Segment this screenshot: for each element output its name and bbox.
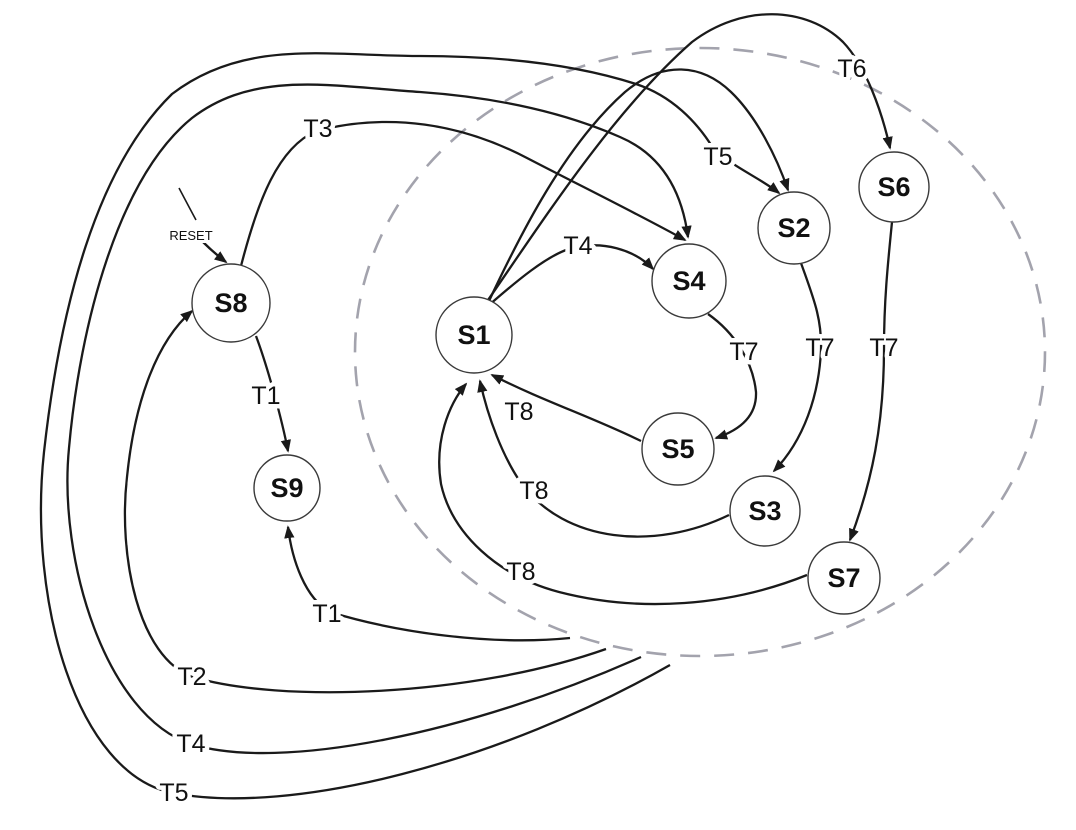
state-circle-S9 (253, 454, 321, 522)
transition-t8a (490, 373, 642, 443)
state-label-S2: S2 (777, 213, 810, 243)
transition-path-t8a (490, 373, 642, 443)
transition-label-t2: T2 (177, 663, 206, 691)
state-S6: S6 (858, 151, 930, 223)
transition-label-t6: T6 (837, 55, 866, 83)
transition-reset (178, 187, 228, 264)
transition-t8c (438, 382, 808, 606)
superstate-boundary-ellipse (353, 46, 1047, 658)
state-label-S3: S3 (748, 496, 781, 526)
transition-label-t1a: T1 (251, 382, 280, 410)
state-label-S8: S8 (214, 288, 247, 318)
transition-t4a (66, 83, 692, 755)
transition-path-t6 (485, 13, 893, 304)
transition-path-t4b (487, 244, 655, 307)
transition-path-t8b (477, 379, 730, 538)
transition-path-t1b (284, 525, 571, 642)
transition-path-t5a (39, 52, 781, 800)
transition-label-t8c: T8 (506, 558, 535, 586)
transition-label-t5a: T5 (159, 779, 188, 807)
transition-path-reset (178, 187, 197, 221)
transition-path-t4a (66, 83, 692, 755)
transition-t4b (487, 244, 655, 307)
transition-label-t1b: T1 (312, 600, 341, 628)
transition-label-t7b: T7 (805, 334, 834, 362)
state-circle-S4 (651, 243, 727, 319)
state-S8: S8 (191, 263, 271, 343)
transition-label-t5b: T5 (703, 143, 732, 171)
state-circle-S5 (641, 412, 715, 486)
transition-label-reset: RESET (169, 228, 212, 243)
transition-path-t8c (438, 382, 808, 606)
transition-t5a (39, 52, 781, 800)
state-label-S9: S9 (270, 473, 303, 503)
state-label-S1: S1 (457, 320, 490, 350)
state-circle-S7 (807, 541, 881, 615)
superstate-boundary-layer (353, 46, 1047, 658)
transition-path-t1a (254, 335, 291, 453)
transition-path-t5b (487, 68, 790, 302)
state-label-S5: S5 (661, 434, 694, 464)
transition-label-t4a: T4 (176, 730, 205, 758)
transition-label-t3: T3 (303, 115, 332, 143)
transition-t7b (772, 262, 823, 473)
transition-t2 (123, 309, 607, 694)
state-S7: S7 (807, 541, 881, 615)
transition-label-t8a: T8 (504, 398, 533, 426)
transition-label-t7c: T7 (869, 334, 898, 362)
transition-label-t7a: T7 (729, 338, 758, 366)
transition-t6 (485, 13, 893, 304)
transition-t3 (239, 120, 687, 267)
transition-path-t7c (848, 221, 894, 542)
transition-path-t7b (772, 262, 823, 473)
transition-t7a (707, 313, 758, 440)
state-S9: S9 (253, 454, 321, 522)
transition-label-t4b: T4 (563, 232, 592, 260)
state-S2: S2 (757, 191, 831, 265)
state-circle-S3 (729, 475, 801, 547)
state-S4: S4 (651, 243, 727, 319)
transition-t8b (477, 379, 730, 538)
transition-t1a (254, 335, 291, 453)
state-circle-S6 (858, 151, 930, 223)
state-S5: S5 (641, 412, 715, 486)
transition-path-t7a (707, 313, 758, 440)
transition-t5b (487, 68, 790, 302)
transition-path-reset (202, 241, 228, 264)
state-label-S6: S6 (877, 172, 910, 202)
state-circle-S2 (757, 191, 831, 265)
transition-label-t8b: T8 (519, 477, 548, 505)
transition-path-t3 (239, 120, 687, 267)
state-S3: S3 (729, 475, 801, 547)
transition-edges-layer (39, 13, 894, 800)
transition-path-t2 (123, 309, 607, 694)
state-S1: S1 (435, 296, 513, 374)
state-label-S4: S4 (672, 266, 705, 296)
transition-t1b (284, 525, 571, 642)
state-circle-S8 (191, 263, 271, 343)
transition-t7c (848, 221, 894, 542)
state-circle-S1 (435, 296, 513, 374)
state-label-S7: S7 (827, 563, 860, 593)
